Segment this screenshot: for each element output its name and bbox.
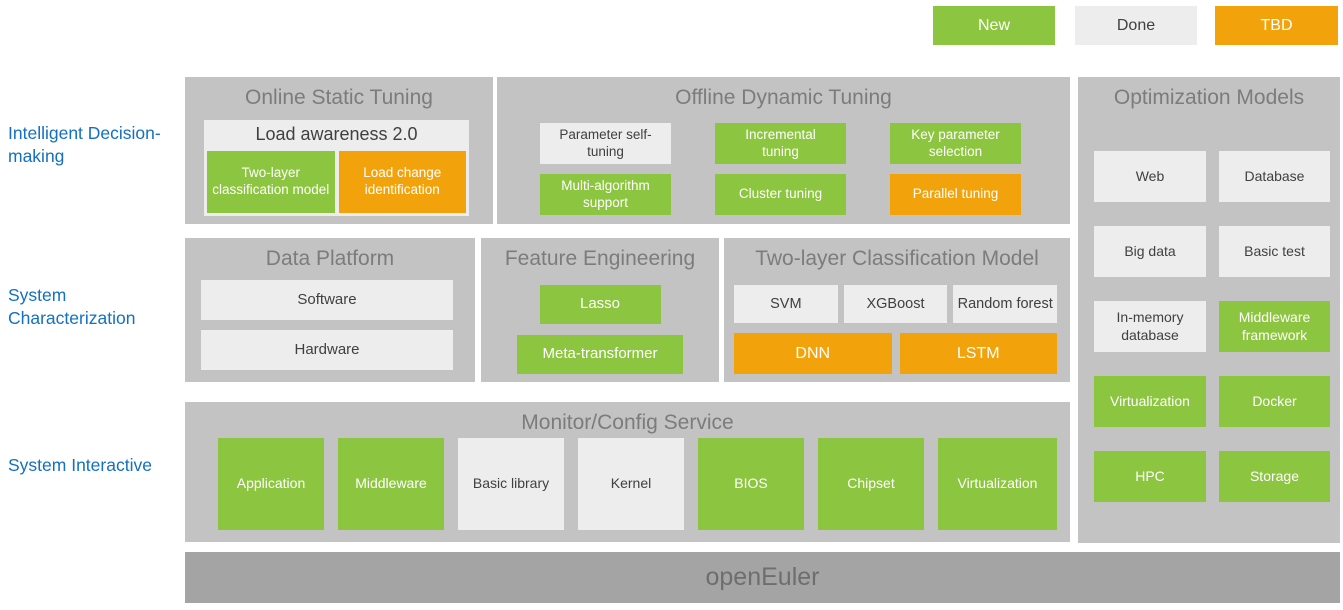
panel-title: Monitor/Config Service [521, 411, 734, 434]
panel-online-static-tuning: Online Static Tuning Load awareness 2.0 … [185, 77, 493, 224]
node-hpc: HPC [1094, 451, 1206, 502]
node-web: Web [1094, 151, 1206, 202]
node-svm: SVM [734, 285, 838, 323]
base-bar-openeuler: openEuler [185, 552, 1340, 603]
node-multi-algorithm-support: Multi-algorithm support [540, 174, 671, 215]
node-database: Database [1219, 151, 1330, 202]
node-xgboost: XGBoost [843, 285, 948, 323]
node-virtualization: Virtualization [938, 438, 1057, 530]
node-big-data: Big data [1094, 226, 1206, 277]
legend-tbd: TBD [1215, 6, 1338, 45]
panel-title: Two-layer Classification Model [755, 247, 1039, 270]
node-parallel-tuning: Parallel tuning [890, 174, 1021, 215]
node-kernel: Kernel [578, 438, 684, 530]
node-bios: BIOS [698, 438, 804, 530]
panel-title: Optimization Models [1113, 86, 1305, 109]
node-in-memory-database: In-memory database [1094, 301, 1206, 352]
panel-title: Offline Dynamic Tuning [675, 86, 892, 109]
panel-title: Feature Engineering [504, 247, 696, 270]
node-load-change-identification: Load change identification [338, 151, 466, 213]
node-dnn: DNN [734, 333, 892, 374]
node-middleware-framework: Middleware framework [1219, 301, 1330, 352]
panel-optimization-models: Optimization Models Web Database Big dat… [1078, 77, 1340, 543]
row-label-system-interactive: System Interactive [8, 455, 152, 475]
legend-done: Done [1075, 6, 1197, 45]
panel-two-layer-classification-model: Two-layer Classification Model SVM XGBoo… [724, 238, 1070, 382]
node-application: Application [218, 438, 324, 530]
node-docker: Docker [1219, 376, 1330, 427]
node-cluster-tuning: Cluster tuning [715, 174, 846, 215]
node-middleware: Middleware [338, 438, 444, 530]
node-lstm: LSTM [899, 333, 1057, 374]
node-lasso: Lasso [539, 285, 661, 324]
group-label: Load awareness 2.0 [255, 124, 418, 144]
legend-new: New [933, 6, 1055, 45]
node-meta-transformer: Meta-transformer [517, 335, 683, 374]
node-random-forest: Random forest [953, 285, 1058, 323]
panel-monitor-config-service: Monitor/Config Service Application Middl… [185, 402, 1070, 542]
panel-offline-dynamic-tuning: Offline Dynamic Tuning Parameter self-tu… [497, 77, 1070, 224]
node-parameter-self-tuning: Parameter self-tuning [540, 123, 671, 164]
node-two-layer-classification-model: Two-layer classification model [207, 151, 335, 213]
node-incremental-tuning: Incremental tuning [715, 123, 846, 164]
panel-title: Data Platform [265, 247, 395, 270]
node-chipset: Chipset [818, 438, 924, 530]
node-basic-test: Basic test [1219, 226, 1330, 277]
node-software: Software [201, 280, 453, 320]
panel-feature-engineering: Feature Engineering Lasso Meta-transform… [481, 238, 719, 382]
panel-title: Online Static Tuning [245, 86, 433, 109]
group-load-awareness: Load awareness 2.0 Two-layer classificat… [204, 120, 469, 216]
panel-data-platform: Data Platform Software Hardware [185, 238, 475, 382]
node-virtualization-model: Virtualization [1094, 376, 1206, 427]
row-label-system-characterization: System Characterization [8, 285, 136, 328]
node-basic-library: Basic library [458, 438, 564, 530]
node-storage: Storage [1219, 451, 1330, 502]
node-key-parameter-selection: Key parameter selection [890, 123, 1021, 164]
row-label-intelligent-decision-making: Intelligent Decision-making [8, 123, 161, 166]
node-hardware: Hardware [201, 330, 453, 370]
